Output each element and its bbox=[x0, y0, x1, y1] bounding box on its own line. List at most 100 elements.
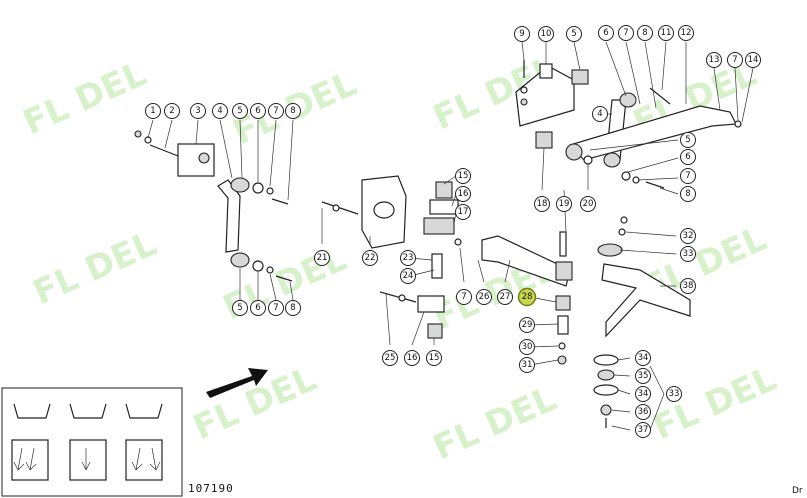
callout-label: 5 bbox=[685, 135, 690, 145]
bushing bbox=[230, 177, 250, 193]
mount-disc bbox=[593, 384, 619, 396]
callout-marker[interactable]: 34 bbox=[635, 350, 651, 366]
callout-marker[interactable]: 8 bbox=[637, 25, 653, 41]
callout-marker[interactable]: 7 bbox=[727, 52, 743, 68]
left-assembly bbox=[134, 130, 293, 282]
callout-marker[interactable]: 15 bbox=[455, 168, 471, 184]
callout-marker[interactable]: 32 bbox=[680, 228, 696, 244]
callout-marker[interactable]: 13 bbox=[706, 52, 722, 68]
callout-label: 33 bbox=[683, 249, 694, 259]
callout-label: 2 bbox=[169, 106, 174, 116]
bracket-frame bbox=[601, 263, 691, 338]
washer bbox=[332, 204, 340, 212]
callout-label: 7 bbox=[685, 171, 690, 181]
washer bbox=[266, 266, 274, 274]
callout-marker[interactable]: 21 bbox=[314, 250, 330, 266]
callout-marker[interactable]: 8 bbox=[285, 103, 301, 119]
callout-marker[interactable]: 38 bbox=[680, 278, 696, 294]
callout-marker-highlighted[interactable]: 28 bbox=[517, 287, 537, 307]
callout-marker[interactable]: 33 bbox=[666, 386, 682, 402]
callout-label: 11 bbox=[661, 28, 672, 38]
callout-marker[interactable]: 34 bbox=[635, 386, 651, 402]
callout-marker[interactable]: 5 bbox=[680, 132, 696, 148]
clamp-block-lower bbox=[417, 295, 445, 313]
arrow-icon bbox=[81, 448, 91, 471]
callout-marker[interactable]: 20 bbox=[580, 196, 596, 212]
arm-bushing bbox=[555, 261, 573, 281]
callout-label: 26 bbox=[479, 292, 490, 302]
callout-marker[interactable]: 17 bbox=[455, 204, 471, 220]
washer bbox=[734, 120, 742, 128]
rubber-mount bbox=[597, 369, 615, 381]
callout-marker[interactable]: 1 bbox=[145, 103, 161, 119]
bracket-hole bbox=[373, 201, 395, 219]
rubber-bushing bbox=[427, 323, 443, 339]
callout-marker[interactable]: 7 bbox=[268, 300, 284, 316]
callout-marker[interactable]: 18 bbox=[534, 196, 550, 212]
callout-marker[interactable]: 8 bbox=[285, 300, 301, 316]
callout-marker[interactable]: 24 bbox=[400, 268, 416, 284]
washer bbox=[252, 182, 264, 194]
callout-marker[interactable]: 26 bbox=[476, 289, 492, 305]
callout-marker[interactable]: 27 bbox=[497, 289, 513, 305]
callout-label: 10 bbox=[541, 29, 552, 39]
callout-marker[interactable]: 5 bbox=[232, 300, 248, 316]
callout-marker[interactable]: 6 bbox=[250, 300, 266, 316]
callout-marker[interactable]: 6 bbox=[598, 25, 614, 41]
callout-marker[interactable]: 19 bbox=[556, 196, 572, 212]
callout-marker[interactable]: 30 bbox=[519, 339, 535, 355]
callout-marker[interactable]: 11 bbox=[658, 25, 674, 41]
callout-label: 25 bbox=[385, 353, 396, 363]
callout-label: 34 bbox=[638, 353, 649, 363]
bracket-bolt bbox=[149, 144, 179, 157]
bushing bbox=[565, 143, 583, 161]
callout-marker[interactable]: 12 bbox=[678, 25, 694, 41]
callout-marker[interactable]: 16 bbox=[455, 186, 471, 202]
callout-marker[interactable]: 3 bbox=[190, 103, 206, 119]
callout-marker[interactable]: 7 bbox=[618, 25, 634, 41]
callout-label: 16 bbox=[407, 353, 418, 363]
callout-marker[interactable]: 16 bbox=[404, 350, 420, 366]
callout-label: 8 bbox=[290, 106, 295, 116]
callout-marker[interactable]: 31 bbox=[519, 357, 535, 373]
callout-marker[interactable]: 5 bbox=[232, 103, 248, 119]
callout-marker[interactable]: 29 bbox=[519, 317, 535, 333]
callout-marker[interactable]: 15 bbox=[426, 350, 442, 366]
callout-marker[interactable]: 37 bbox=[635, 422, 651, 438]
callout-label: 29 bbox=[522, 320, 533, 330]
clamp-block bbox=[429, 199, 459, 215]
callout-marker[interactable]: 9 bbox=[514, 26, 530, 42]
arrow-icon bbox=[13, 447, 25, 471]
lower-right-assembly bbox=[593, 216, 691, 428]
callout-marker[interactable]: 6 bbox=[680, 149, 696, 165]
callout-marker[interactable]: 10 bbox=[538, 26, 554, 42]
callout-label: 32 bbox=[683, 231, 694, 241]
callout-marker[interactable]: 35 bbox=[635, 368, 651, 384]
callout-marker[interactable]: 6 bbox=[250, 103, 266, 119]
callout-label: 9 bbox=[519, 29, 524, 39]
watermark-text: FL DEL bbox=[427, 379, 562, 468]
callout-marker[interactable]: 7 bbox=[268, 103, 284, 119]
watermark-text: FL DEL bbox=[17, 54, 152, 143]
callout-marker[interactable]: 22 bbox=[362, 250, 378, 266]
callout-marker[interactable]: 4 bbox=[212, 103, 228, 119]
callout-marker[interactable]: 2 bbox=[164, 103, 180, 119]
bushing-28 bbox=[555, 295, 571, 311]
callout-marker[interactable]: 7 bbox=[680, 168, 696, 184]
callout-marker[interactable]: 25 bbox=[382, 350, 398, 366]
vertical-bolt bbox=[559, 231, 567, 257]
callout-marker[interactable]: 23 bbox=[400, 250, 416, 266]
callout-label: 6 bbox=[255, 303, 260, 313]
callout-label: 3 bbox=[195, 106, 200, 116]
nut bbox=[600, 404, 612, 416]
callout-marker[interactable]: 8 bbox=[680, 186, 696, 202]
nut bbox=[134, 130, 142, 138]
callout-marker[interactable]: 5 bbox=[566, 26, 582, 42]
callout-marker[interactable]: 4 bbox=[592, 106, 608, 122]
callout-marker[interactable]: 7 bbox=[456, 289, 472, 305]
callout-marker[interactable]: 14 bbox=[745, 52, 761, 68]
callout-marker[interactable]: 36 bbox=[635, 404, 651, 420]
callout-label: 17 bbox=[458, 207, 469, 217]
callout-marker[interactable]: 33 bbox=[680, 246, 696, 262]
